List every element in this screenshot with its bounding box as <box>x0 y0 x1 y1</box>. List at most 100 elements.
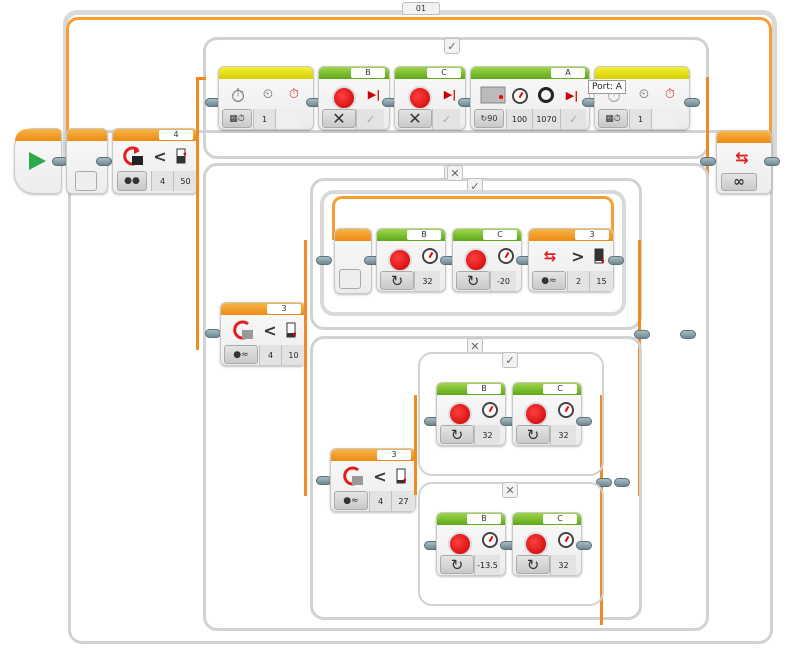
power-value[interactable]: 32 <box>414 271 440 291</box>
compare-operator[interactable]: > <box>571 246 585 266</box>
brake-icon: ▶| <box>443 87 457 101</box>
loop-end-header: 3 <box>529 229 613 241</box>
power-value[interactable]: 32 <box>550 555 576 575</box>
connector <box>205 329 221 338</box>
compare-type-value[interactable]: 2 <box>567 271 589 291</box>
inner-case-true-tab[interactable]: ✓ <box>502 352 518 368</box>
ultrasonic-compare-icon <box>229 319 255 341</box>
power-dial-icon <box>481 531 499 549</box>
timer-compare-icon: ⏲ <box>638 86 650 102</box>
loop-exit-port[interactable]: 3 <box>575 230 609 240</box>
motor-header: B <box>319 67 389 79</box>
motor-port[interactable]: C <box>483 230 517 240</box>
brake-value[interactable]: ✓ <box>432 109 460 129</box>
switch-mode-selector[interactable]: ●≈ <box>334 491 368 510</box>
loop-end-block[interactable]: ⇆ ∞ <box>716 130 772 194</box>
loop-start-header <box>335 229 371 241</box>
brake-value[interactable]: ✓ <box>356 109 384 129</box>
compare-type-value[interactable]: 4 <box>151 171 173 191</box>
large-motor-icon <box>523 401 549 427</box>
motor-mode-on[interactable]: ↻ <box>440 555 474 574</box>
inner-false-motor-c-block[interactable]: C ↻ 32 <box>512 512 582 576</box>
loop-start-block[interactable] <box>66 128 108 194</box>
inner-switch-condition-block[interactable]: 3 < ●≈ 4 27 <box>330 448 416 512</box>
switch-port[interactable]: 3 <box>377 450 411 460</box>
motor-port[interactable]: B <box>467 514 501 524</box>
wait-timer-block-2[interactable]: ⏱ ⏲ ⏱ ▦⏱ 1 <box>594 66 690 130</box>
wait-seconds-value[interactable]: 1 <box>629 109 651 129</box>
loop-mode-unlimited[interactable]: ∞ <box>721 173 757 191</box>
inner-true-motor-c-block[interactable]: C ↻ 32 <box>512 382 582 446</box>
compare-type-value[interactable]: 4 <box>369 491 391 511</box>
large-motor-c-block[interactable]: C ▶| ✕ ✓ <box>394 66 466 130</box>
switch-mode-selector[interactable]: ●≈ <box>224 345 258 364</box>
motor-port[interactable]: C <box>543 514 577 524</box>
connector <box>684 98 700 107</box>
switch-condition-block[interactable]: 4 < ●● 4 50 <box>112 128 198 194</box>
loop-arrows-icon: ⇆ <box>735 147 749 167</box>
threshold-value[interactable]: 27 <box>391 491 415 511</box>
motor-mode-on[interactable]: ↻ <box>456 271 490 290</box>
motor-port[interactable]: B <box>351 68 385 78</box>
motor-port[interactable]: C <box>543 384 577 394</box>
threshold-value[interactable]: 50 <box>173 171 197 191</box>
loop-mode-selector[interactable]: ●≈ <box>532 271 566 290</box>
large-motor-b-block[interactable]: B ▶| ✕ ✓ <box>318 66 390 130</box>
switch-header: 3 <box>221 303 305 315</box>
motor-mode-off[interactable]: ✕ <box>322 109 356 128</box>
power-value[interactable]: -13.5 <box>474 555 500 575</box>
degrees-value[interactable]: 1070 <box>532 109 560 129</box>
loop-end-header <box>717 131 771 143</box>
connector <box>576 417 592 426</box>
motor-port[interactable]: B <box>467 384 501 394</box>
brake-icon: ▶| <box>565 88 579 102</box>
switch-mode-selector[interactable]: ●● <box>117 171 147 191</box>
middle-false-case-frame <box>310 336 642 620</box>
switch-wire-left <box>196 77 199 350</box>
wait-mode-selector[interactable]: ▦⏱ <box>222 109 252 128</box>
motor-mode-on[interactable]: ↻ <box>516 425 550 444</box>
brake-value[interactable]: ✓ <box>560 109 586 129</box>
inner-true-motor-b-block[interactable]: B ↻ 32 <box>436 382 506 446</box>
case-true-tab[interactable]: ✓ <box>444 38 460 54</box>
medium-motor-a-block[interactable]: A ▶| ↻90 100 1070 ✓ <box>470 66 590 130</box>
compare-operator[interactable]: < <box>263 320 277 340</box>
loop-motor-b-block[interactable]: B ↻ 32 <box>376 228 446 292</box>
wait-mode-selector[interactable]: ▦⏱ <box>598 109 628 128</box>
color-sensor-compare-icon <box>119 145 145 167</box>
power-value[interactable]: 32 <box>550 425 576 445</box>
compare-operator[interactable]: < <box>153 146 167 166</box>
motor-mode-on[interactable]: ↻ <box>516 555 550 574</box>
motor-port[interactable]: B <box>407 230 441 240</box>
motor-port[interactable]: A <box>551 68 585 78</box>
switch-port[interactable]: 3 <box>267 304 301 314</box>
inner-case-false-tab-2[interactable]: ✕ <box>502 482 518 498</box>
compare-type-value[interactable]: 4 <box>259 345 281 365</box>
compare-operator[interactable]: < <box>373 466 387 486</box>
play-icon <box>25 149 49 173</box>
motor-mode-degrees[interactable]: ↻90 <box>474 109 504 128</box>
switch-port[interactable]: 4 <box>159 130 193 140</box>
threshold-value[interactable]: 15 <box>589 271 613 291</box>
loop-name-label[interactable]: 01 <box>402 2 440 15</box>
wait-seconds-value[interactable]: 1 <box>253 109 275 129</box>
loop-motor-c-block[interactable]: C ↻ -20 <box>452 228 522 292</box>
motor-mode-on[interactable]: ↻ <box>440 425 474 444</box>
threshold-value[interactable]: 10 <box>281 345 305 365</box>
power-value[interactable]: 100 <box>506 109 532 129</box>
wait-timer-block[interactable]: ⏱ ⏲ ⏱ ▦⏱ 1 <box>218 66 314 130</box>
middle-switch-condition-block[interactable]: 3 < ●≈ 4 10 <box>220 302 306 366</box>
power-value[interactable]: -20 <box>490 271 516 291</box>
motor-mode-on[interactable]: ↻ <box>380 271 414 290</box>
loop-start-mode-slot <box>339 269 361 289</box>
power-value[interactable]: 32 <box>474 425 500 445</box>
wait-empty-slot <box>651 109 677 129</box>
loop-start-mode-slot <box>75 171 97 191</box>
loop-body-frame <box>68 130 773 644</box>
power-dial-icon <box>481 401 499 419</box>
loop-exit-condition-block[interactable]: 3 ⇆ > ●≈ 2 15 <box>528 228 614 292</box>
inner-false-motor-b-block[interactable]: B ↻ -13.5 <box>436 512 506 576</box>
motor-port[interactable]: C <box>427 68 461 78</box>
motor-mode-off[interactable]: ✕ <box>398 109 432 128</box>
middle-case-false-tab[interactable]: ✕ <box>447 165 463 181</box>
